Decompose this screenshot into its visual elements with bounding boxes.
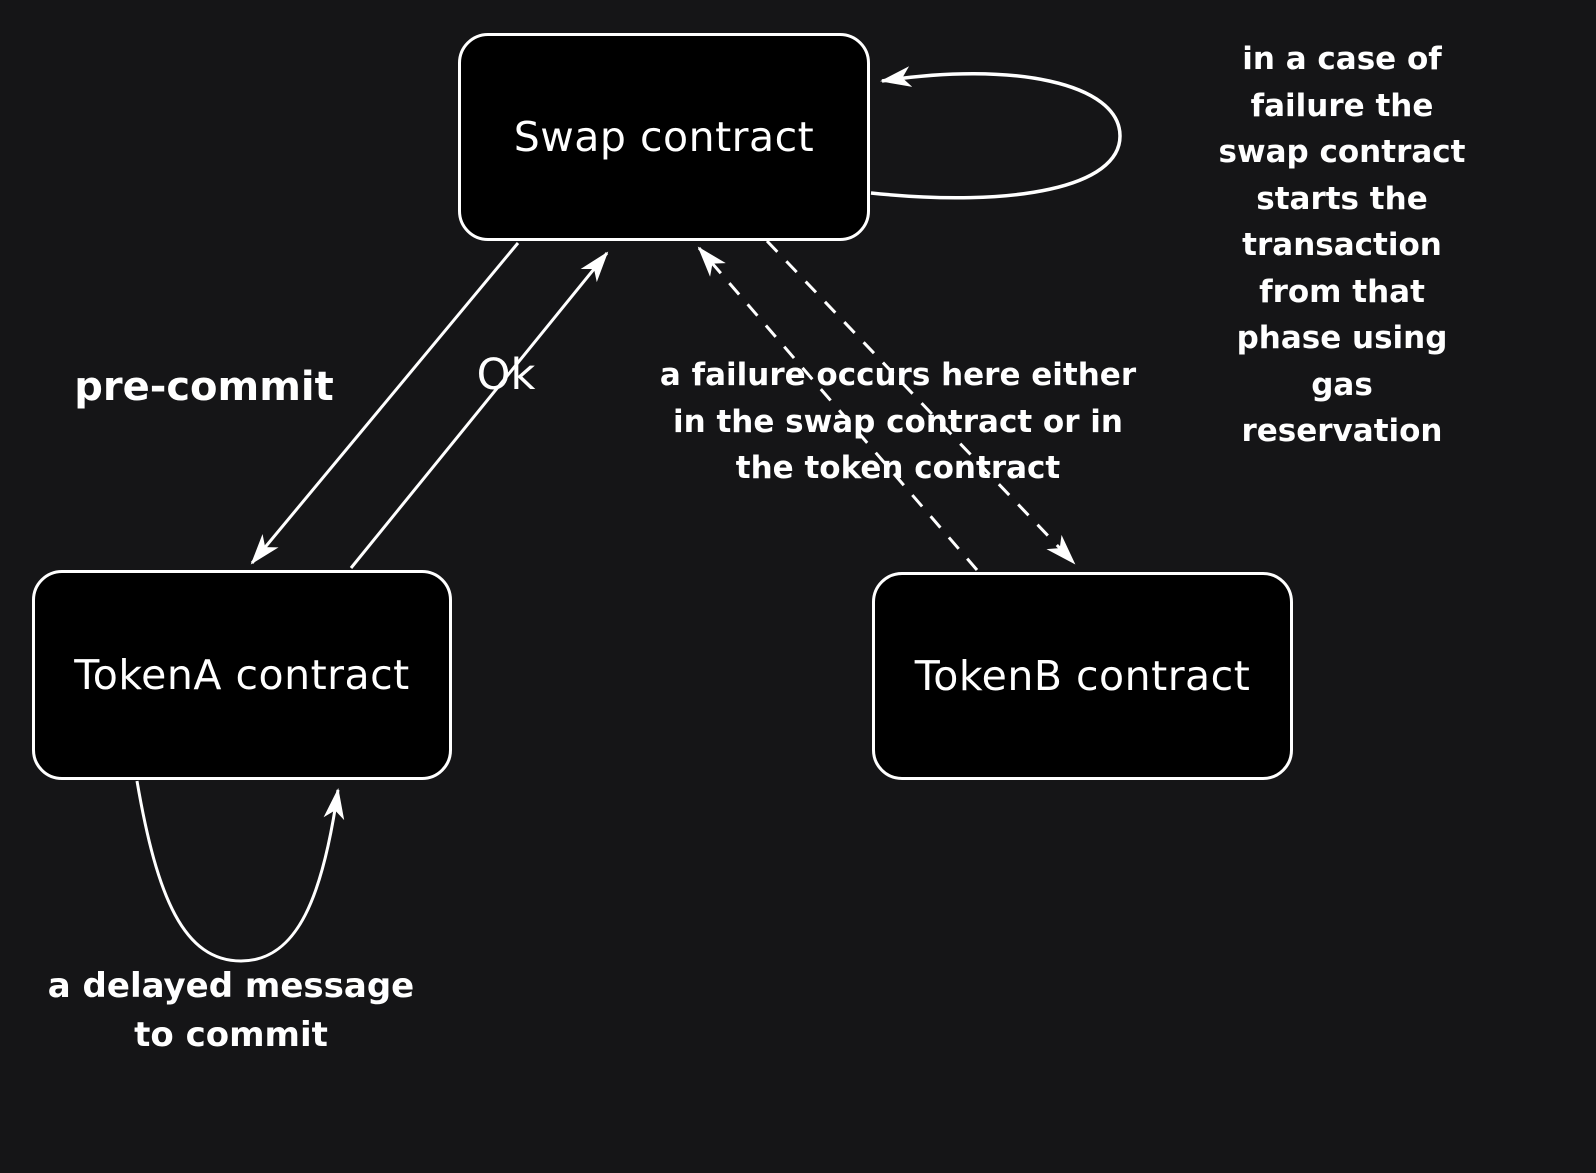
node-tokenb-contract-label: TokenB contract <box>914 652 1251 700</box>
edge-label-pre-commit: pre-commit <box>74 364 334 410</box>
annotation-delayed-message: a delayed message to commit <box>47 966 415 1056</box>
edge-label-ok: Ok <box>476 350 536 400</box>
node-tokena-contract: TokenA contract <box>32 570 452 780</box>
edge-self-loop-swap <box>870 66 1122 200</box>
node-swap-contract-label: Swap contract <box>513 113 815 161</box>
node-tokenb-contract: TokenB contract <box>872 572 1293 780</box>
edge-self-loop-tokena <box>135 780 345 963</box>
annotation-failure-occurs: a failure occurs here either in the swap… <box>659 357 1137 486</box>
node-tokena-contract-label: TokenA contract <box>74 651 410 699</box>
edge-ok-tokena-to-swap <box>349 251 609 569</box>
annotation-gas-reservation: in a case of failure the swap contract s… <box>1218 41 1466 449</box>
node-swap-contract: Swap contract <box>458 33 870 241</box>
